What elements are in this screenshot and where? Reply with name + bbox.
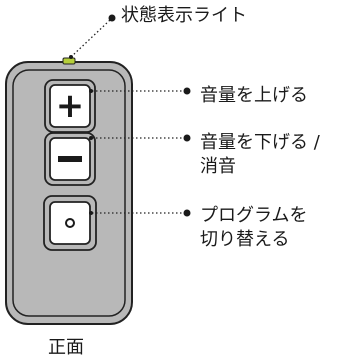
volume-down-label: 音量を下げる / 消音	[200, 131, 320, 179]
front-view-caption: 正面	[48, 336, 84, 360]
program-label-dot	[183, 209, 191, 217]
status-light-label: 状態表示ライト	[121, 4, 247, 28]
volume-up-start-dot	[89, 89, 93, 93]
volume-down-text-line2: 消音	[200, 156, 236, 177]
program-start-dot	[89, 211, 93, 215]
front-view-text: 正面	[48, 337, 84, 358]
status-light-leader	[70, 19, 111, 58]
program-text-line2: 切り替える	[200, 229, 290, 250]
volume-down-text-line1: 音量を下げる /	[200, 132, 320, 153]
program-button-icon	[65, 218, 75, 228]
volume-up-button[interactable]	[44, 79, 96, 133]
status-light-dot	[69, 55, 73, 59]
volume-up-label: 音量を上げる	[200, 84, 308, 108]
status-light-text: 状態表示ライト	[121, 5, 247, 26]
leader-lines	[70, 19, 184, 214]
minus-icon	[58, 156, 82, 162]
program-button[interactable]	[43, 195, 97, 251]
volume-down-start-dot	[89, 136, 93, 140]
status-light-label-dot	[108, 14, 116, 22]
leader-dots	[69, 14, 191, 217]
volume-down-label-dot	[183, 134, 191, 142]
program-text-line1: プログラムを	[200, 205, 308, 226]
status-led-icon	[62, 57, 76, 65]
remote-body	[5, 61, 133, 325]
program-label: プログラムを 切り替える	[200, 204, 307, 252]
volume-up-text: 音量を上げる	[200, 85, 308, 106]
plus-icon: +	[56, 86, 85, 126]
volume-up-label-dot	[183, 87, 191, 95]
